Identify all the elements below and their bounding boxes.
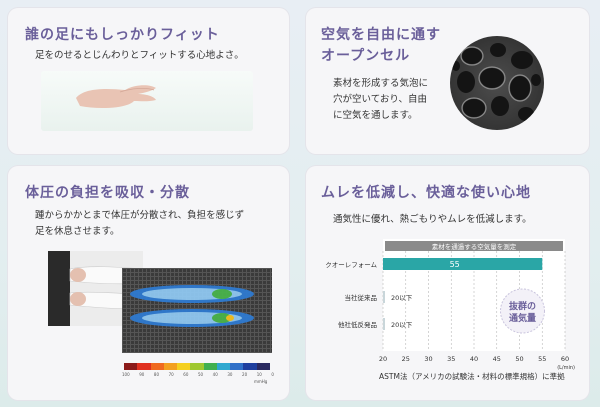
pressure-text-1: 踵からかかとまで体圧が分散され、負担を感じず bbox=[35, 210, 245, 221]
breath-title: ムレを低減し、快適な使い心地 bbox=[321, 185, 531, 201]
air-title-line1: 空気を自由に通す bbox=[321, 27, 441, 43]
x-tick-label: 50 bbox=[515, 355, 523, 363]
scale-label: 90 bbox=[139, 372, 145, 377]
fit-title: 誰の足にもしっかりフィット bbox=[25, 27, 220, 43]
scale-swatch bbox=[163, 363, 178, 370]
bar bbox=[383, 258, 543, 270]
open-cell-microscope-image bbox=[450, 36, 544, 130]
category-label: クオーレフォーム bbox=[325, 261, 377, 269]
chart-title: 素材を通過する空気量を測定 bbox=[432, 242, 517, 251]
pressure-scale-labels: 100 90 80 70 60 50 40 30 20 10 0 bbox=[122, 372, 274, 377]
scale-swatch bbox=[216, 363, 231, 370]
x-tick-label: 55 bbox=[538, 355, 546, 363]
x-tick-label: 25 bbox=[402, 355, 410, 363]
scale-swatch bbox=[190, 363, 204, 370]
scale-swatch bbox=[137, 363, 151, 370]
pressure-title: 体圧の負担を吸収・分散 bbox=[25, 185, 190, 201]
x-tick-label: 20 bbox=[379, 355, 387, 363]
air-text-3: に空気を通します。 bbox=[333, 110, 418, 121]
scale-label: 0 bbox=[271, 372, 274, 377]
air-text-1: 素材を形成する気泡に bbox=[333, 78, 429, 89]
chart-title-bg bbox=[385, 241, 563, 251]
scale-swatch bbox=[203, 363, 217, 370]
scale-label: 70 bbox=[168, 372, 174, 377]
scale-label: 60 bbox=[183, 372, 189, 377]
pressure-text-2: 足を休息させます。 bbox=[35, 226, 120, 237]
fit-text: 足をのせるとじんわりとフィットする心地よさ。 bbox=[35, 50, 244, 61]
bar bbox=[383, 291, 385, 303]
bar bbox=[383, 318, 385, 330]
pressure-panel: 体圧の負担を吸収・分散 踵からかかとまで体圧が分散され、負担を感じず 足を休息さ… bbox=[8, 166, 289, 400]
x-tick-label: 30 bbox=[424, 355, 432, 363]
air-panel: 空気を自由に通す オープンセル 素材を形成する気泡に 穴が空いており、自由 に空… bbox=[306, 8, 589, 154]
bar-value-label: 20以下 bbox=[391, 321, 413, 329]
x-tick-label: 60 bbox=[561, 355, 569, 363]
fit-panel: 誰の足にもしっかりフィット 足をのせるとじんわりとフィットする心地よさ。 bbox=[8, 8, 289, 154]
bar-value-label: 55 bbox=[450, 260, 460, 269]
annotation-text: 抜群の bbox=[509, 300, 536, 312]
scale-label: 30 bbox=[227, 372, 233, 377]
bar-value-label: 20以下 bbox=[391, 294, 413, 302]
scale-label: 10 bbox=[256, 372, 262, 377]
annotation-circle bbox=[500, 288, 545, 334]
scale-label: 100 bbox=[122, 372, 130, 377]
scale-label: 20 bbox=[242, 372, 248, 377]
scale-unit: mmHg bbox=[254, 379, 268, 384]
breath-text: 通気性に優れ、熱ごもりやムレを低減します。 bbox=[333, 214, 532, 225]
air-title-line2: オープンセル bbox=[321, 48, 411, 64]
scale-swatch bbox=[150, 363, 164, 370]
scale-swatch bbox=[177, 363, 191, 370]
scale-label: 50 bbox=[197, 372, 204, 377]
x-unit-label: (L/min) bbox=[557, 365, 575, 371]
category-label: 他社低反発品 bbox=[338, 320, 377, 329]
air-text-2: 穴が空いており、自由 bbox=[333, 94, 428, 105]
pressure-color-scale bbox=[124, 363, 270, 370]
scale-swatch bbox=[124, 363, 138, 370]
x-tick-label: 35 bbox=[447, 355, 455, 363]
x-tick-label: 40 bbox=[470, 355, 478, 363]
scale-swatch bbox=[243, 363, 257, 370]
scale-label: 80 bbox=[153, 372, 160, 377]
pressure-distribution-map bbox=[122, 268, 272, 353]
annotation-text: 通気量 bbox=[509, 312, 536, 324]
category-label: 当社従来品 bbox=[345, 293, 378, 302]
hand-image bbox=[76, 85, 156, 109]
airflow-chart: 20 25 30 35 40 45 50 55 60 (L/min) 素材を通過する空気量を測定クオ… bbox=[325, 241, 575, 371]
scale-swatch bbox=[230, 363, 244, 370]
astm-footnote: ASTM法（アメリカの試験法・材料の標準規格）に準拠 bbox=[379, 372, 565, 381]
scale-swatch bbox=[256, 363, 270, 370]
scale-label: 40 bbox=[212, 372, 218, 377]
x-tick-label: 45 bbox=[493, 355, 501, 363]
